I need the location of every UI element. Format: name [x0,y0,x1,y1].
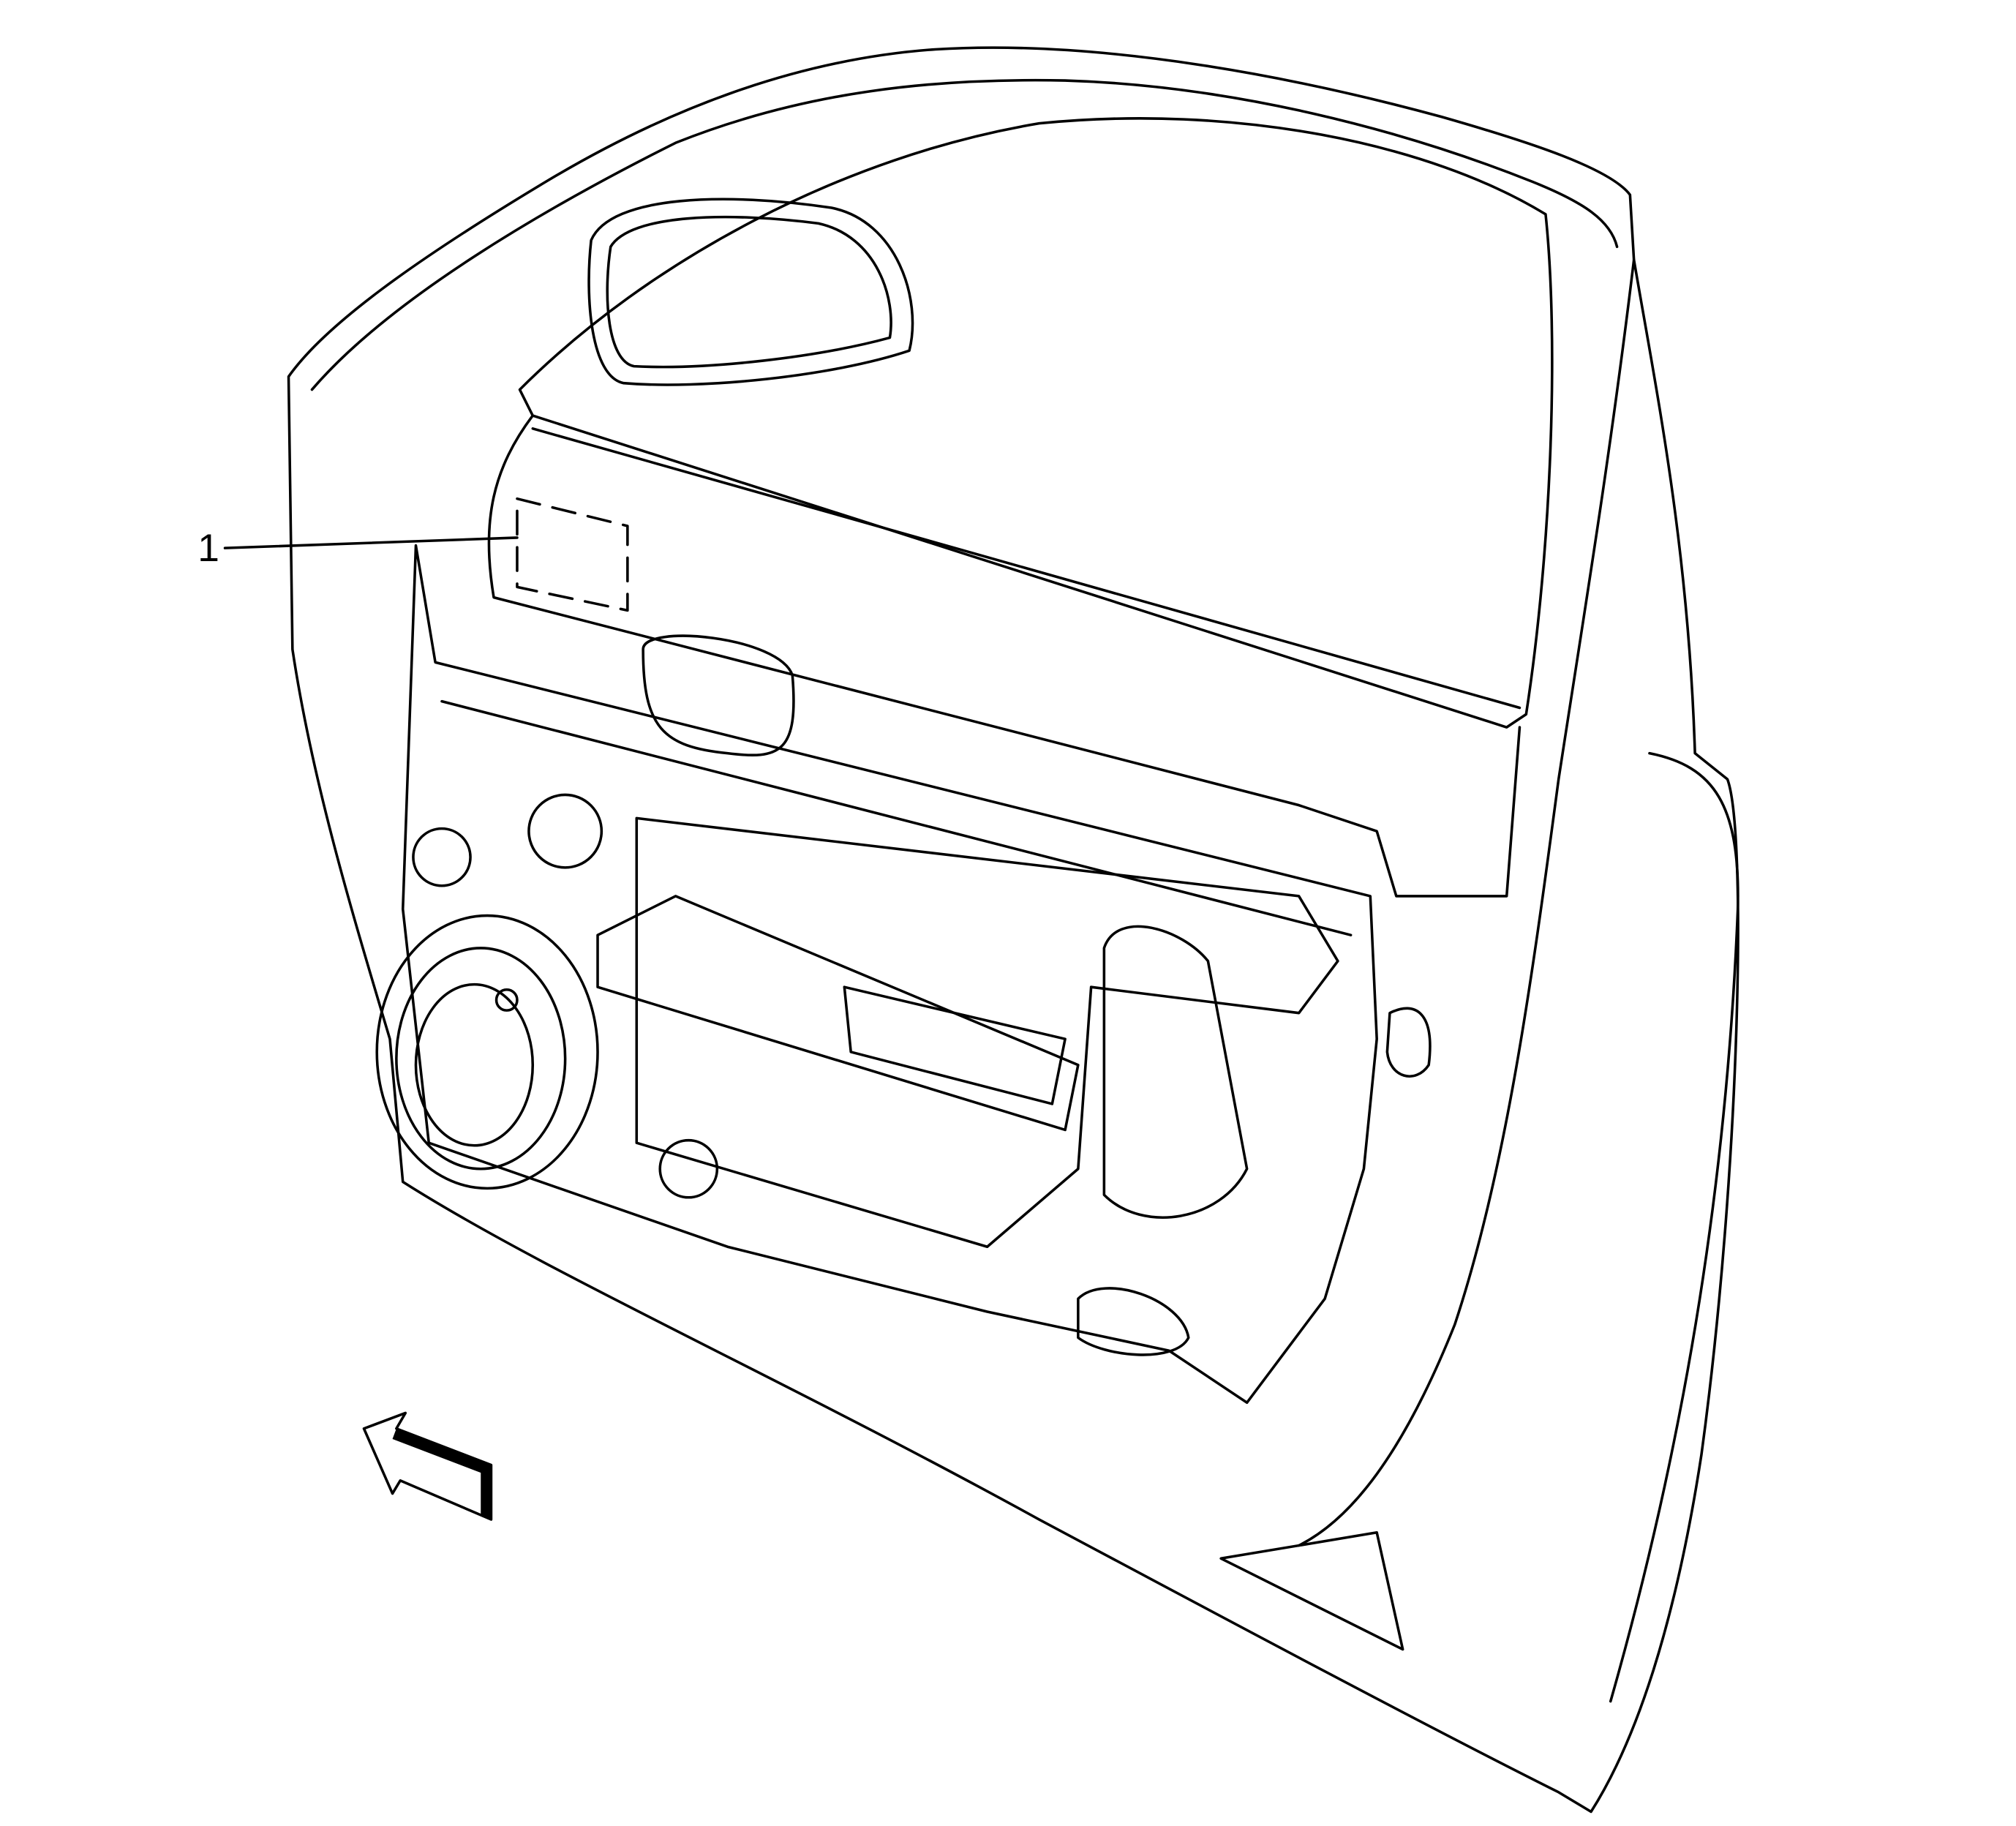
side-mirror [587,198,914,386]
callout-1: 1 [198,497,629,612]
callout-label: 1 [198,527,219,570]
door-outer-frame [287,46,1739,1814]
dashed-location-box [516,497,629,612]
arrow-icon [362,1411,493,1521]
leader-line [223,536,519,549]
lower-vent [1219,1531,1404,1651]
inner-panel [401,544,1432,1405]
speaker [375,914,599,1190]
window-opening [487,117,1554,898]
